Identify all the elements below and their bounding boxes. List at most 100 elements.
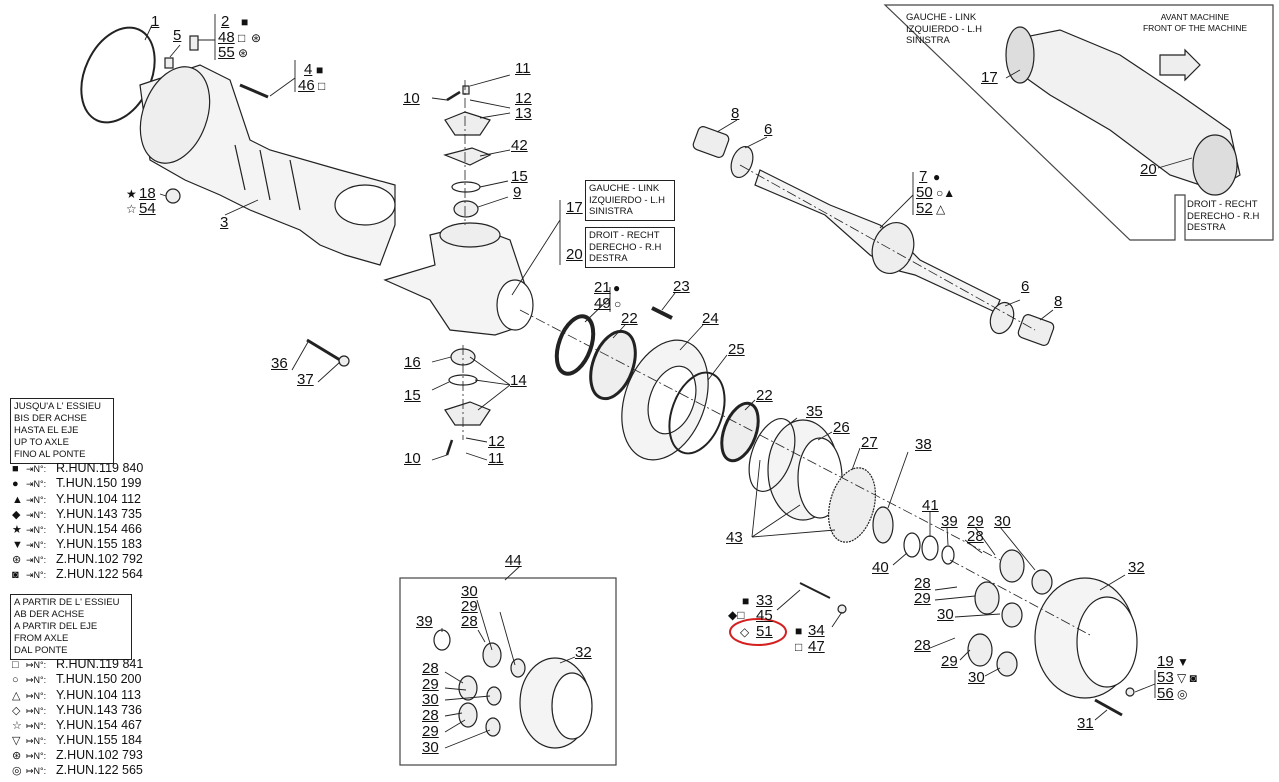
callout-21[interactable]: 21 (594, 279, 611, 296)
callout-12[interactable]: 12 (515, 90, 532, 107)
inset-callout-29c[interactable]: 29 (422, 723, 439, 740)
inset-callout-17[interactable]: 17 (981, 69, 998, 86)
gear-29a (999, 549, 1025, 583)
callout-25[interactable]: 25 (728, 341, 745, 358)
stop-nut (338, 355, 350, 367)
callout-29b[interactable]: 29 (914, 590, 931, 607)
callout-2[interactable]: 2 (221, 13, 230, 30)
callout-40[interactable]: 40 (872, 559, 889, 576)
callout-22b[interactable]: 22 (756, 387, 773, 404)
callout-1[interactable]: 1 (151, 13, 160, 30)
inset-callout-29[interactable]: 29 (461, 598, 478, 615)
plug-19 (1125, 687, 1135, 697)
callout-49[interactable]: 49 (594, 295, 611, 312)
inset-callout-28c[interactable]: 28 (422, 707, 439, 724)
inset-callout-30c[interactable]: 30 (422, 739, 439, 756)
callout-8b[interactable]: 8 (1054, 293, 1063, 310)
o-ring-25 (668, 371, 726, 455)
callout-11b[interactable]: 11 (488, 450, 504, 467)
callout-45[interactable]: 45 (756, 607, 773, 624)
callout-28b[interactable]: 28 (914, 575, 931, 592)
bolt-10 (446, 90, 461, 102)
inset-callout-29b[interactable]: 29 (422, 676, 439, 693)
callout-10[interactable]: 10 (403, 90, 420, 107)
carrier-27 (827, 467, 877, 543)
callout-17[interactable]: 17 (566, 199, 583, 216)
inset-callout-28[interactable]: 28 (461, 613, 478, 630)
symbol-52: △ (936, 202, 946, 216)
callout-50[interactable]: 50 (916, 184, 933, 201)
callout-43[interactable]: 43 (726, 529, 743, 546)
callout-42[interactable]: 42 (511, 137, 528, 154)
callout-5[interactable]: 5 (173, 27, 182, 44)
callout-39[interactable]: 39 (941, 513, 958, 530)
symbol-53: ▽ ◙ (1177, 671, 1197, 685)
callout-18[interactable]: 18 (139, 185, 156, 202)
callout-41[interactable]: 41 (922, 497, 939, 514)
callout-22[interactable]: 22 (621, 310, 638, 327)
o-ring-15 (451, 181, 481, 193)
callout-28c[interactable]: 28 (914, 637, 931, 654)
callout-29[interactable]: 29 (967, 513, 984, 530)
inset-callout-30b[interactable]: 30 (422, 691, 439, 708)
callout-35[interactable]: 35 (806, 403, 823, 420)
callout-24[interactable]: 24 (702, 310, 719, 327)
callout-19[interactable]: 19 (1157, 653, 1174, 670)
callout-13[interactable]: 13 (515, 105, 532, 122)
inset-callout-28b[interactable]: 28 (422, 660, 439, 677)
callout-12b[interactable]: 12 (488, 433, 505, 450)
symbol-47: □ (795, 640, 803, 654)
callout-27[interactable]: 27 (861, 434, 878, 451)
callout-51[interactable]: 51 (756, 623, 773, 640)
legend-until-row: ▼⇥N°:Y.HUN.155 183 (12, 537, 142, 551)
callout-33[interactable]: 33 (756, 592, 773, 609)
callout-9[interactable]: 9 (513, 184, 522, 201)
callout-53[interactable]: 53 (1157, 669, 1174, 686)
callout-6b[interactable]: 6 (1021, 278, 1030, 295)
callout-14[interactable]: 14 (510, 372, 527, 389)
callout-15[interactable]: 15 (511, 168, 528, 185)
inset-callout-30[interactable]: 30 (461, 583, 478, 600)
callout-48[interactable]: 48 (218, 29, 235, 46)
callout-30c[interactable]: 30 (968, 669, 985, 686)
callout-56[interactable]: 56 (1157, 685, 1174, 702)
callout-46[interactable]: 46 (298, 77, 315, 94)
callout-30[interactable]: 30 (994, 513, 1011, 530)
callout-15b[interactable]: 15 (404, 387, 421, 404)
callout-23[interactable]: 23 (673, 278, 690, 295)
callout-6[interactable]: 6 (764, 121, 773, 138)
inset-callout-32[interactable]: 32 (575, 644, 592, 661)
callout-52[interactable]: 52 (916, 200, 933, 217)
callout-54[interactable]: 54 (139, 200, 156, 217)
callout-30b[interactable]: 30 (937, 606, 954, 623)
callout-10b[interactable]: 10 (404, 450, 421, 467)
callout-37[interactable]: 37 (297, 371, 314, 388)
callout-32[interactable]: 32 (1128, 559, 1145, 576)
callout-47[interactable]: 47 (808, 638, 825, 655)
callout-34[interactable]: 34 (808, 622, 825, 639)
inset-callout-39[interactable]: 39 (416, 613, 433, 630)
callout-38[interactable]: 38 (915, 436, 932, 453)
callout-16[interactable]: 16 (404, 354, 421, 371)
callout-26[interactable]: 26 (833, 419, 850, 436)
callout-7[interactable]: 7 (919, 168, 928, 185)
callout-44[interactable]: 44 (505, 552, 522, 569)
callout-4[interactable]: 4 (304, 61, 313, 78)
bolt-10b (445, 439, 454, 456)
seal-21 (554, 314, 596, 376)
symbol-51: ◇ (740, 625, 750, 639)
callout-11[interactable]: 11 (515, 60, 531, 77)
callout-20[interactable]: 20 (566, 246, 583, 263)
callout-29c[interactable]: 29 (941, 653, 958, 670)
callout-3[interactable]: 3 (220, 214, 229, 231)
plug-34 (837, 604, 847, 614)
callout-31[interactable]: 31 (1077, 715, 1094, 732)
callout-55[interactable]: 55 (218, 44, 235, 61)
callout-36[interactable]: 36 (271, 355, 288, 372)
callout-28[interactable]: 28 (967, 528, 984, 545)
plug-18 (165, 188, 181, 204)
symbol-4: ■ (316, 63, 324, 77)
callout-8[interactable]: 8 (731, 105, 740, 122)
inset-callout-20[interactable]: 20 (1140, 161, 1157, 178)
gear-29c (967, 633, 993, 667)
